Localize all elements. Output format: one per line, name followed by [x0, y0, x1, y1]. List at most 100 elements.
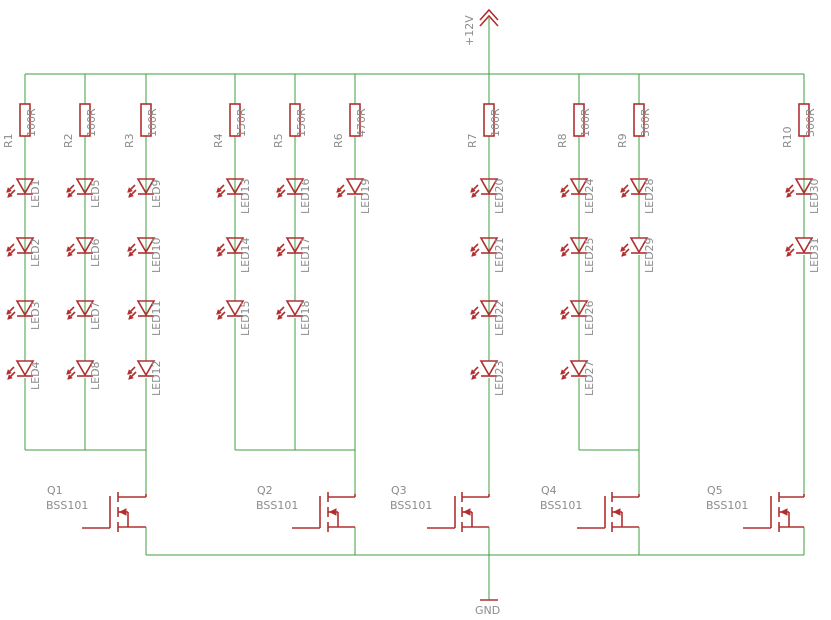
- resistor-name: R4: [212, 133, 225, 148]
- resistor-name: R2: [62, 133, 75, 148]
- led-diode: [15, 178, 35, 195]
- led-label: LED4: [29, 361, 42, 390]
- light-arrow-head: [276, 309, 282, 315]
- resistor-value: 100R: [25, 108, 38, 137]
- light-arrow-head: [620, 187, 626, 193]
- led-label: LED18: [299, 300, 312, 336]
- transistor-name: Q2: [257, 484, 273, 497]
- resistor-body: [229, 103, 241, 137]
- led-diode: [479, 237, 499, 254]
- light-arrow-head: [6, 187, 12, 193]
- resistor-value: 470R: [355, 108, 368, 137]
- resistor-value: 360R: [639, 108, 652, 137]
- resistor-name: R9: [616, 133, 629, 148]
- led-diode: [136, 300, 156, 317]
- light-arrow-head: [216, 246, 222, 252]
- resistor-value: 100R: [85, 108, 98, 137]
- transistor-value: BSS101: [540, 499, 582, 512]
- led-diode: [136, 178, 156, 195]
- light-arrow-head: [470, 246, 476, 252]
- resistor-body: [140, 103, 152, 137]
- led-diode: [75, 360, 95, 377]
- transistor-value: BSS101: [390, 499, 432, 512]
- led-diode: [75, 178, 95, 195]
- led-diode: [225, 237, 245, 254]
- led-label: LED8: [89, 361, 102, 390]
- led-label: LED26: [583, 300, 596, 336]
- light-arrow-head: [277, 314, 283, 320]
- led-diode: [629, 237, 649, 254]
- resistor-name: R10: [781, 126, 794, 148]
- light-arrow-head: [7, 251, 13, 257]
- light-arrow-head: [128, 314, 134, 320]
- labels: R1100RR2100RR3100RR4150RR5150RR6470RR710…: [2, 15, 821, 617]
- wires: [24, 18, 805, 600]
- led-label: LED19: [359, 178, 372, 214]
- resistor-name: R1: [2, 133, 15, 148]
- led-diode: [345, 178, 365, 195]
- light-arrow-head: [561, 374, 567, 380]
- light-arrow-head: [6, 246, 12, 252]
- led-diode: [569, 300, 589, 317]
- light-arrow-head: [216, 187, 222, 193]
- led-label: LED10: [150, 237, 163, 273]
- led-diode: [285, 237, 305, 254]
- light-arrow-head: [471, 314, 477, 320]
- resistor-value: 100R: [489, 108, 502, 137]
- light-arrow-head: [216, 309, 222, 315]
- led-diode: [15, 360, 35, 377]
- led-diode: [225, 300, 245, 317]
- light-arrow-head: [561, 192, 567, 198]
- light-arrow-head: [66, 246, 72, 252]
- led-label: LED7: [89, 301, 102, 330]
- light-arrow-head: [561, 314, 567, 320]
- led-label: LED16: [299, 178, 312, 214]
- resistor-body: [633, 103, 645, 137]
- body-arrow: [779, 508, 788, 516]
- body-arrow: [328, 508, 337, 516]
- light-arrow-head: [66, 187, 72, 193]
- led-diode: [225, 178, 245, 195]
- light-arrow-head: [471, 192, 477, 198]
- resistor-name: R5: [272, 133, 285, 148]
- led-label: LED22: [493, 300, 506, 336]
- transistor-value: BSS101: [256, 499, 298, 512]
- led-label: LED12: [150, 360, 163, 396]
- led-diode: [569, 178, 589, 195]
- light-arrow-head: [277, 192, 283, 198]
- led-diode: [479, 360, 499, 377]
- led-label: LED20: [493, 178, 506, 214]
- resistor-body: [573, 103, 585, 137]
- light-arrow-head: [127, 187, 133, 193]
- led-label: LED25: [583, 237, 596, 273]
- led-label: LED1: [29, 179, 42, 208]
- light-arrow-head: [470, 369, 476, 375]
- light-arrow-head: [67, 314, 73, 320]
- led-label: LED11: [150, 300, 163, 336]
- led-label: LED27: [583, 360, 596, 396]
- transistor-value: BSS101: [706, 499, 748, 512]
- light-arrow-head: [7, 192, 13, 198]
- light-arrow-head: [127, 246, 133, 252]
- light-arrow-head: [217, 251, 223, 257]
- led-label: LED3: [29, 301, 42, 330]
- resistor-value: 150R: [295, 108, 308, 137]
- body-arrow: [462, 508, 471, 516]
- resistor-body: [798, 103, 810, 137]
- led-diode: [629, 178, 649, 195]
- supply-label: +12V: [463, 15, 476, 46]
- light-arrow-head: [128, 251, 134, 257]
- light-arrow-head: [561, 251, 567, 257]
- light-arrow-head: [66, 369, 72, 375]
- light-arrow-head: [276, 246, 282, 252]
- light-arrow-head: [127, 309, 133, 315]
- light-arrow-head: [337, 192, 343, 198]
- supply-arrow-icon: [479, 8, 499, 21]
- led-diode: [794, 178, 814, 195]
- transistor-name: Q4: [541, 484, 557, 497]
- light-arrow-head: [560, 309, 566, 315]
- transistor-value: BSS101: [46, 499, 88, 512]
- led-label: LED5: [89, 179, 102, 208]
- light-arrow-head: [560, 369, 566, 375]
